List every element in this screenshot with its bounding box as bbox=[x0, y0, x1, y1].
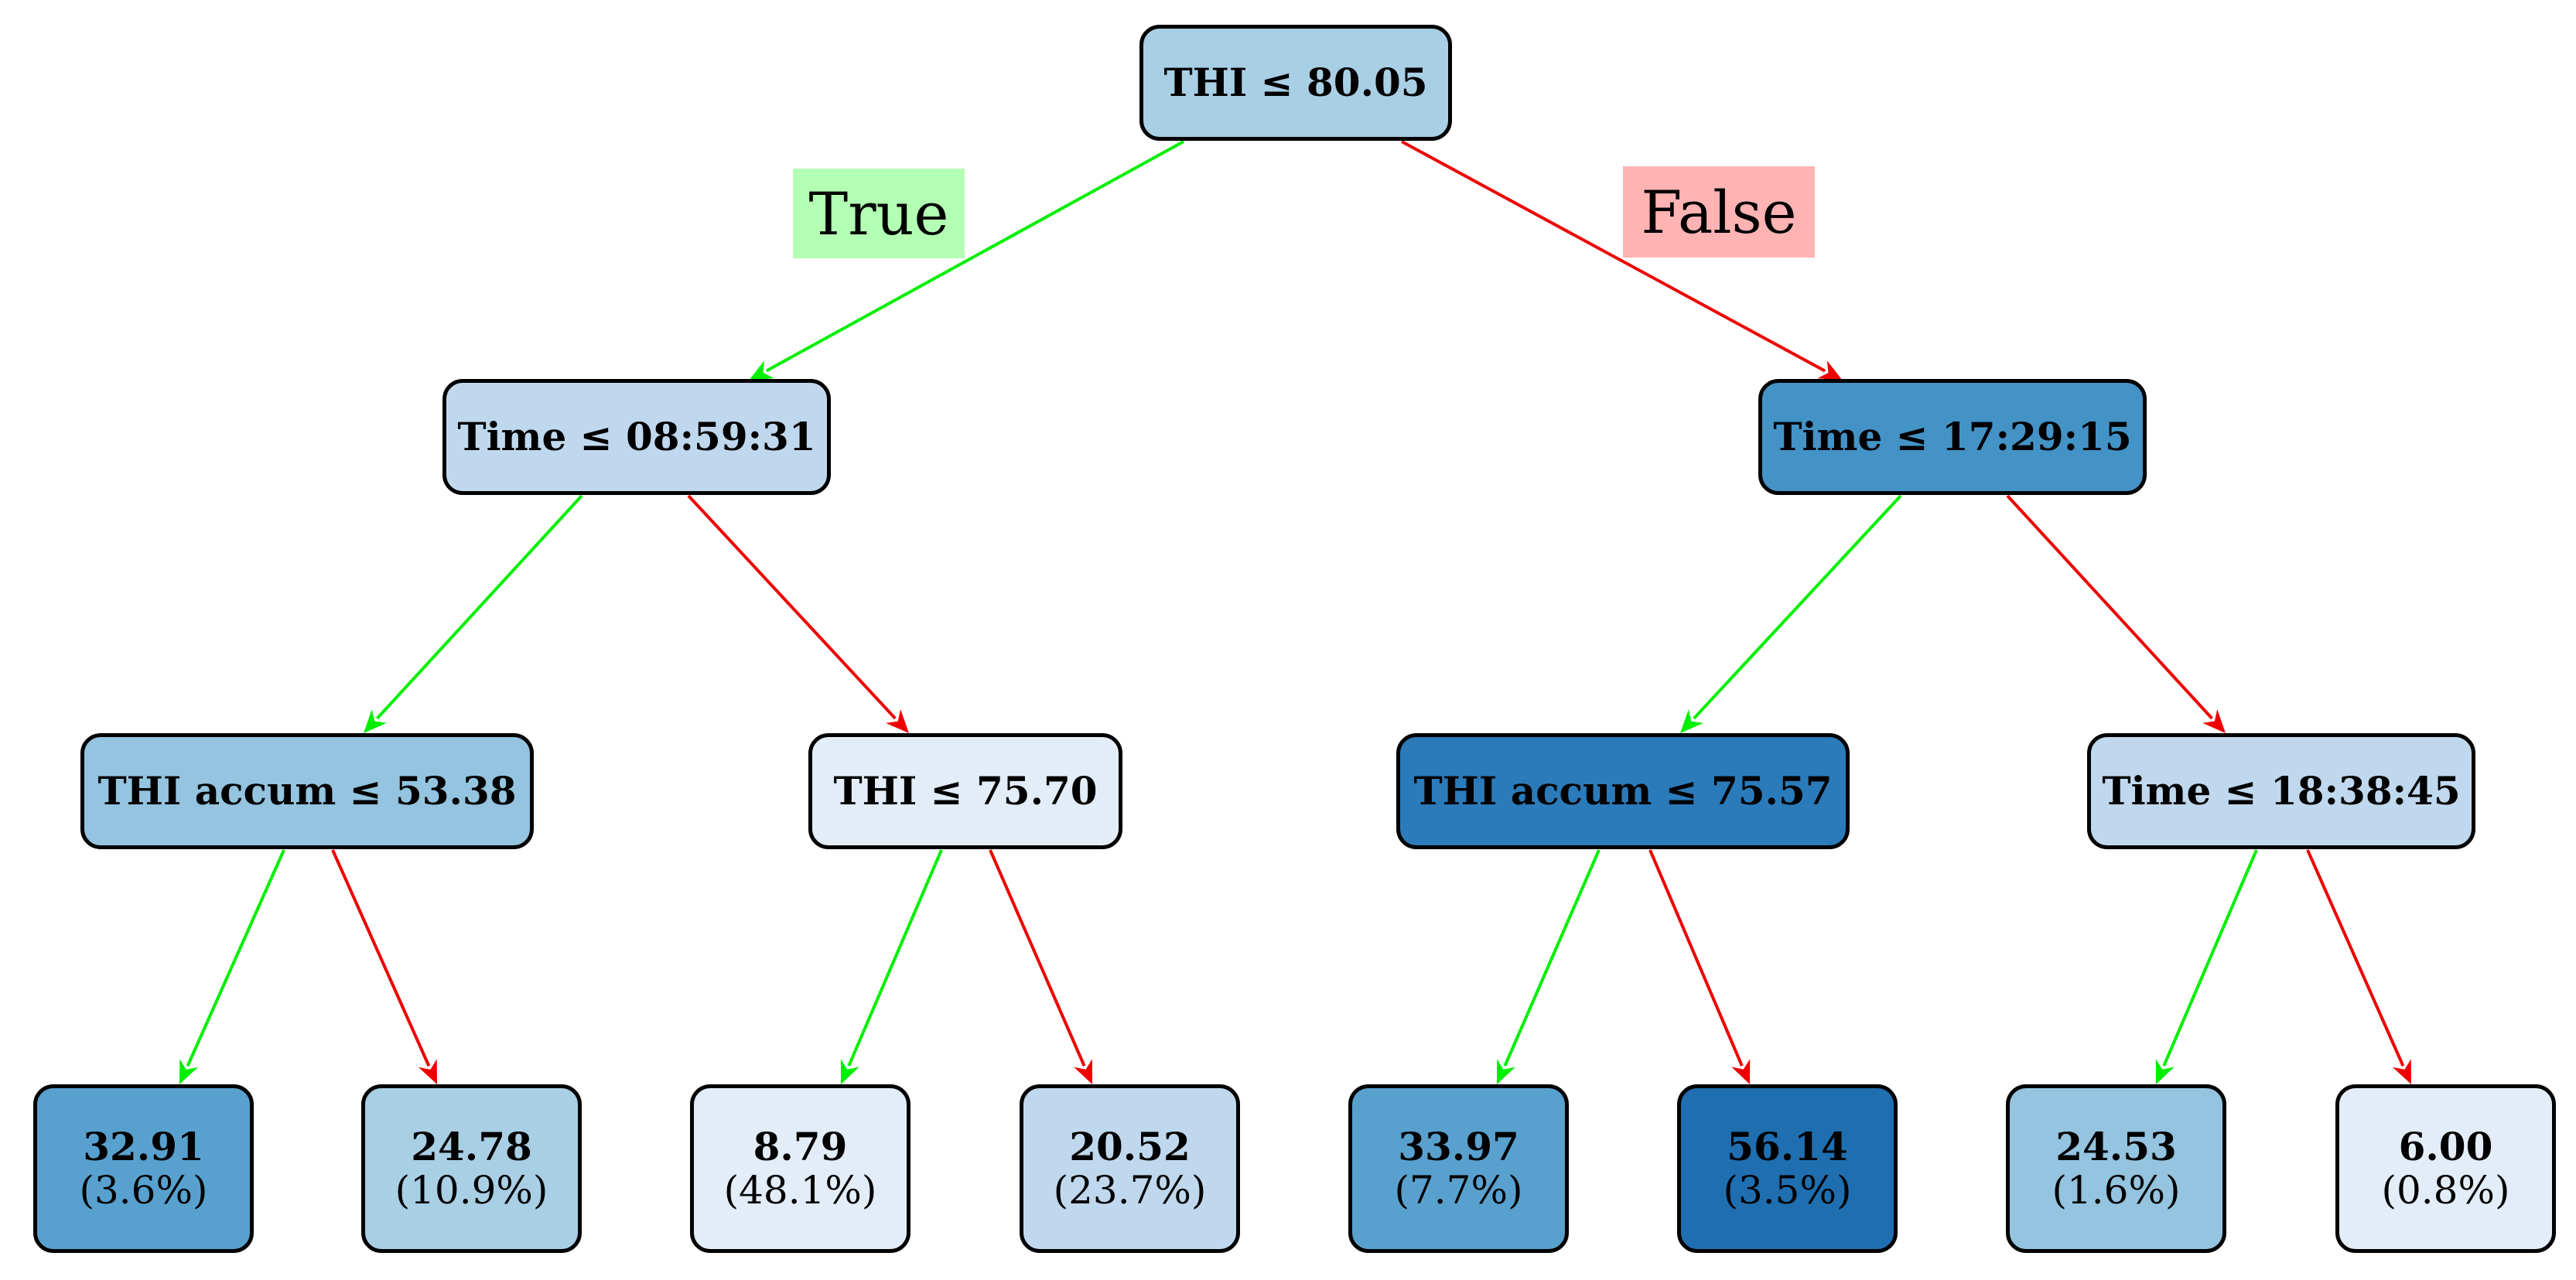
edge-line bbox=[687, 494, 897, 720]
leaf-node: 6.00 (0.8%) bbox=[2335, 1084, 2556, 1253]
edge-line bbox=[1648, 849, 1744, 1067]
node-time-0859: Time ≤ 08:59:31 bbox=[442, 379, 831, 495]
node-condition: THI accum ≤ 53.38 bbox=[97, 768, 517, 814]
leaf-node: 32.91 (3.6%) bbox=[33, 1084, 254, 1253]
node-condition: THI ≤ 80.05 bbox=[1163, 60, 1428, 106]
arrowhead-icon bbox=[2202, 709, 2226, 733]
edge-line bbox=[1693, 494, 1902, 720]
edge-line bbox=[376, 494, 583, 720]
arrowhead-icon bbox=[840, 1059, 859, 1084]
edge-line bbox=[2006, 494, 2213, 720]
edge-line bbox=[331, 849, 431, 1067]
edge-true-n2-n5 bbox=[1680, 494, 1902, 733]
edge-false-root-n2 bbox=[1401, 140, 1843, 381]
leaf-node: 24.53 (1.6%) bbox=[2006, 1084, 2226, 1253]
leaf-share: (10.9%) bbox=[395, 1168, 548, 1213]
arrowhead-icon bbox=[886, 709, 909, 733]
edge-line bbox=[2162, 849, 2258, 1067]
arrowhead-icon bbox=[1817, 360, 1843, 381]
arrowhead-icon bbox=[2392, 1059, 2411, 1084]
leaf-value: 24.53 bbox=[2055, 1123, 2177, 1169]
leaf-share: (7.7%) bbox=[1394, 1168, 1523, 1213]
arrowhead-icon bbox=[1497, 1059, 1515, 1084]
leaf-share: (48.1%) bbox=[723, 1168, 877, 1213]
leaf-value: 32.91 bbox=[83, 1123, 204, 1169]
edge-false-n6-l8 bbox=[2306, 849, 2411, 1084]
edge-false-n4-l4 bbox=[989, 849, 1092, 1084]
leaf-share: (3.6%) bbox=[79, 1168, 208, 1213]
edge-line bbox=[1401, 140, 1826, 373]
node-thi-7570: THI ≤ 75.70 bbox=[808, 733, 1122, 849]
edge-true-root-n1 bbox=[749, 140, 1184, 381]
true-branch-label: True bbox=[793, 169, 965, 258]
arrowhead-icon bbox=[1680, 709, 1703, 733]
edge-false-n3-l2 bbox=[331, 849, 437, 1084]
arrowhead-icon bbox=[364, 709, 387, 733]
leaf-value: 8.79 bbox=[753, 1123, 848, 1169]
edge-true-n6-l7 bbox=[2155, 849, 2258, 1084]
edge-true-n5-l5 bbox=[1497, 849, 1601, 1084]
edge-line bbox=[2306, 849, 2405, 1067]
leaf-share: (23.7%) bbox=[1053, 1168, 1207, 1213]
arrowhead-icon bbox=[179, 1059, 199, 1084]
leaf-share: (0.8%) bbox=[2381, 1168, 2510, 1213]
node-condition: Time ≤ 17:29:15 bbox=[1773, 414, 2132, 460]
leaf-value: 33.97 bbox=[1398, 1123, 1519, 1169]
edge-line bbox=[847, 849, 943, 1067]
node-condition: Time ≤ 18:38:45 bbox=[2102, 768, 2461, 814]
leaf-node: 20.52 (23.7%) bbox=[1020, 1084, 1240, 1253]
edge-line bbox=[1503, 849, 1601, 1067]
leaf-share: (1.6%) bbox=[2052, 1168, 2181, 1213]
arrowhead-icon bbox=[418, 1059, 437, 1084]
false-branch-label: False bbox=[1623, 166, 1815, 258]
leaf-node: 33.97 (7.7%) bbox=[1348, 1084, 1569, 1253]
root-node-thi: THI ≤ 80.05 bbox=[1139, 25, 1452, 141]
edge-false-n1-n4 bbox=[687, 494, 909, 733]
edge-line bbox=[989, 849, 1086, 1067]
arrowhead-icon bbox=[2155, 1059, 2175, 1084]
edge-true-n1-n3 bbox=[364, 494, 583, 733]
node-thi-accum-7557: THI accum ≤ 75.57 bbox=[1396, 733, 1850, 849]
arrowhead-icon bbox=[1074, 1059, 1092, 1084]
edge-line bbox=[765, 140, 1184, 373]
leaf-share: (3.5%) bbox=[1723, 1168, 1852, 1213]
edge-true-n3-l1 bbox=[179, 849, 285, 1084]
edge-true-n4-l3 bbox=[840, 849, 943, 1084]
leaf-value: 24.78 bbox=[411, 1123, 532, 1169]
node-time-1838: Time ≤ 18:38:45 bbox=[2087, 733, 2475, 849]
node-condition: THI accum ≤ 75.57 bbox=[1413, 768, 1833, 814]
edge-line bbox=[186, 849, 285, 1067]
node-thi-accum-5338: THI accum ≤ 53.38 bbox=[80, 733, 534, 849]
arrowhead-icon bbox=[1731, 1059, 1751, 1084]
leaf-node: 8.79 (48.1%) bbox=[690, 1084, 910, 1253]
leaf-value: 20.52 bbox=[1069, 1123, 1191, 1169]
node-condition: Time ≤ 08:59:31 bbox=[457, 414, 816, 460]
leaf-node: 24.78 (10.9%) bbox=[361, 1084, 582, 1253]
node-condition: THI ≤ 75.70 bbox=[833, 768, 1098, 814]
edge-false-n2-n6 bbox=[2006, 494, 2226, 733]
leaf-value: 6.00 bbox=[2398, 1123, 2493, 1169]
leaf-node: 56.14 (3.5%) bbox=[1677, 1084, 1898, 1253]
leaf-value: 56.14 bbox=[1727, 1123, 1848, 1169]
arrowhead-icon bbox=[749, 360, 774, 381]
node-time-1729: Time ≤ 17:29:15 bbox=[1758, 379, 2147, 495]
edge-false-n5-l6 bbox=[1648, 849, 1751, 1084]
